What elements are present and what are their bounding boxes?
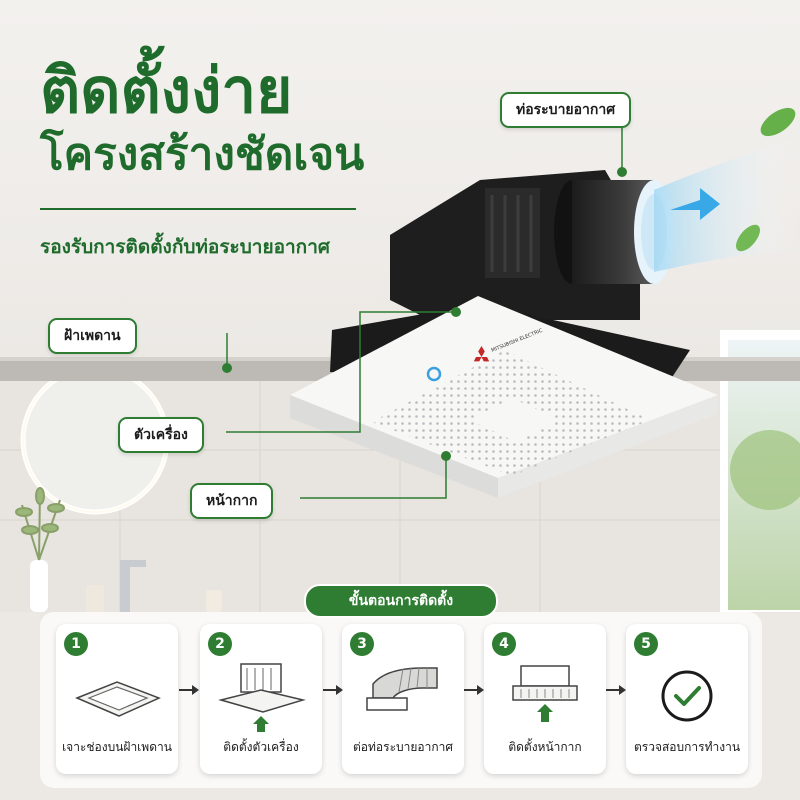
step-label: ติดตั้งหน้ากาก — [508, 740, 582, 754]
connect-duct-icon — [366, 667, 438, 711]
headline-line-1: ติดตั้งง่าย — [40, 54, 293, 127]
step-number: 5 — [634, 632, 658, 656]
step-label: ต่อท่อระบายอากาศ — [353, 740, 453, 754]
check-circle-icon — [661, 670, 713, 722]
arrow-right-icon — [323, 685, 343, 695]
callout-grille: หน้ากาก — [190, 483, 274, 519]
arrow-right-icon — [179, 685, 199, 695]
step-card-1: 1 เจาะช่องบนฝ้าเพดาน — [56, 624, 178, 774]
callout-ceiling: ฝ้าเพดาน — [48, 318, 137, 354]
ceiling-cutout-icon — [75, 681, 161, 717]
arrow-right-icon — [464, 685, 484, 695]
step-label: ตรวจสอบการทำงาน — [633, 740, 741, 754]
step-label: เจาะช่องบนฝ้าเพดาน — [62, 740, 172, 754]
step-number: 4 — [492, 632, 516, 656]
callout-duct: ท่อระบายอากาศ — [500, 92, 632, 128]
step-number: 2 — [208, 632, 232, 656]
step-label: ติดตั้งตัวเครื่อง — [223, 740, 299, 754]
step-card-5: 5 ตรวจสอบการทำงาน — [626, 624, 748, 774]
arrow-right-icon — [606, 685, 626, 695]
step-card-2: 2 ติดตั้งตัวเครื่อง — [200, 624, 322, 774]
callout-body: ตัวเครื่อง — [118, 417, 204, 453]
install-unit-icon — [218, 663, 306, 732]
step-card-4: 4 ติดตั้งหน้ากาก — [484, 624, 606, 774]
subtitle: รองรับการติดตั้งกับท่อระบายอากาศ — [40, 236, 330, 258]
headline-divider — [40, 208, 356, 210]
steps-title: ขั้นตอนการติดตั้ง — [304, 584, 498, 618]
headline: ติดตั้งง่าย โครงสร้างชัดเจน — [40, 54, 365, 180]
step-number: 3 — [350, 632, 374, 656]
install-grille-icon — [512, 665, 578, 722]
step-card-3: 3 ต่อท่อระบายอากาศ — [342, 624, 464, 774]
headline-line-2: โครงสร้างชัดเจน — [40, 128, 365, 180]
step-number: 1 — [64, 632, 88, 656]
